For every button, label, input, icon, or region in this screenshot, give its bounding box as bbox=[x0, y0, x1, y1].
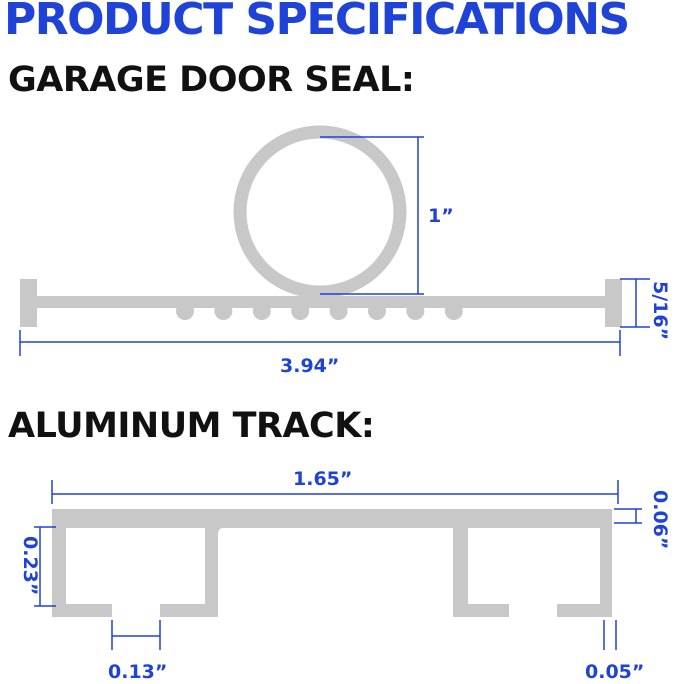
seal-bead bbox=[214, 302, 233, 320]
track-heading: ALUMINUM TRACK: bbox=[8, 406, 375, 446]
track-slot-gap-label: 0.13” bbox=[108, 661, 167, 683]
seal-bead bbox=[291, 302, 310, 320]
seal-bead bbox=[406, 302, 425, 320]
track-wall-thickness-label: 0.05” bbox=[585, 661, 644, 683]
seal-bead bbox=[176, 302, 194, 320]
seal-bead bbox=[444, 302, 463, 320]
seal-profile bbox=[20, 125, 622, 327]
seal-left-flange bbox=[20, 279, 37, 327]
seal-bulb-diameter-label: 1” bbox=[428, 205, 454, 227]
seal-width-label: 3.94” bbox=[280, 355, 339, 377]
track-height-label: 0.23” bbox=[19, 536, 41, 595]
track-width-label: 1.65” bbox=[293, 468, 352, 490]
seal-bead bbox=[252, 302, 271, 320]
seal-bead bbox=[368, 302, 386, 320]
seal-heading: GARAGE DOOR SEAL: bbox=[8, 60, 415, 100]
seal-dimensions bbox=[19, 136, 650, 356]
page-title: PRODUCT SPECIFICATIONS bbox=[4, 0, 630, 45]
seal-flange-height-label: 5/16” bbox=[649, 281, 671, 340]
track-top-thickness-label: 0.06” bbox=[649, 490, 671, 549]
track-profile bbox=[52, 509, 612, 617]
track-dimensions bbox=[34, 480, 642, 650]
seal-base-strip bbox=[20, 296, 622, 308]
seal-right-flange bbox=[605, 279, 622, 327]
seal-bulb bbox=[233, 125, 407, 299]
seal-bead bbox=[329, 302, 348, 320]
